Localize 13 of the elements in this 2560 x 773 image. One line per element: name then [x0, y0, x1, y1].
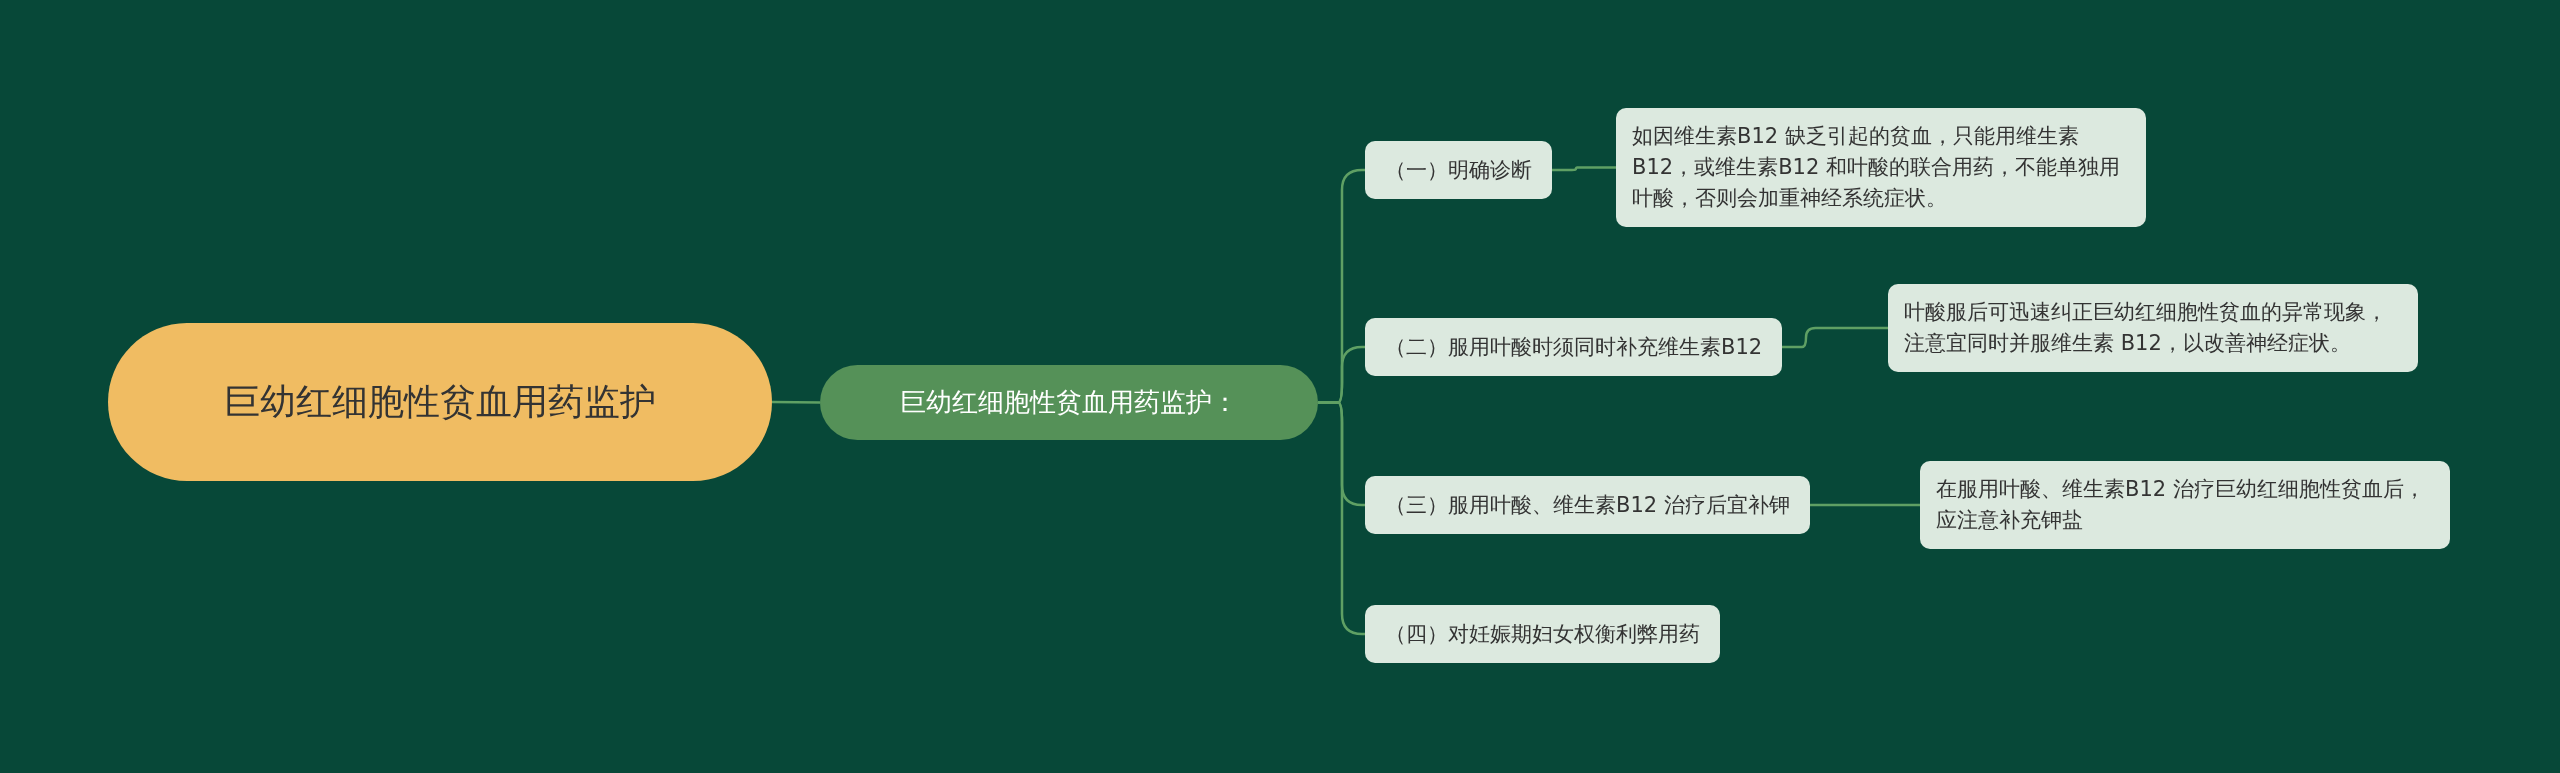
- branch-topic: （四）对妊娠期妇女权衡利弊用药: [1365, 605, 1720, 663]
- root-topic: 巨幼红细胞性贫血用药监护: [108, 323, 772, 481]
- connector-line: [1552, 166, 1616, 172]
- connector-line: [1810, 503, 1920, 507]
- branch-topic: （一）明确诊断: [1365, 141, 1552, 199]
- connector-line: [772, 400, 820, 404]
- branch-topic: （二）服用叶酸时须同时补充维生素B12: [1365, 318, 1783, 376]
- detail-box: 叶酸服后可迅速纠正巨幼红细胞性贫血的异常现象，注意宜同时并服维生素 B12，以改善神经症状。: [1888, 284, 2418, 372]
- detail-box: 在服用叶酸、维生素B12 治疗巨幼红细胞性贫血后，应注意补充钾盐: [1920, 461, 2450, 549]
- detail-box: 如因维生素B12 缺乏引起的贫血，只能用维生素B12，或维生素B12 和叶酸的联合用药，不能单独用叶酸，否则会加重神经系统症状。: [1616, 108, 2146, 227]
- connector-line: [1782, 326, 1888, 349]
- branch-topic: （三）服用叶酸、维生素B12 治疗后宜补钾: [1365, 476, 1810, 534]
- main-topic: 巨幼红细胞性贫血用药监护：: [820, 365, 1318, 440]
